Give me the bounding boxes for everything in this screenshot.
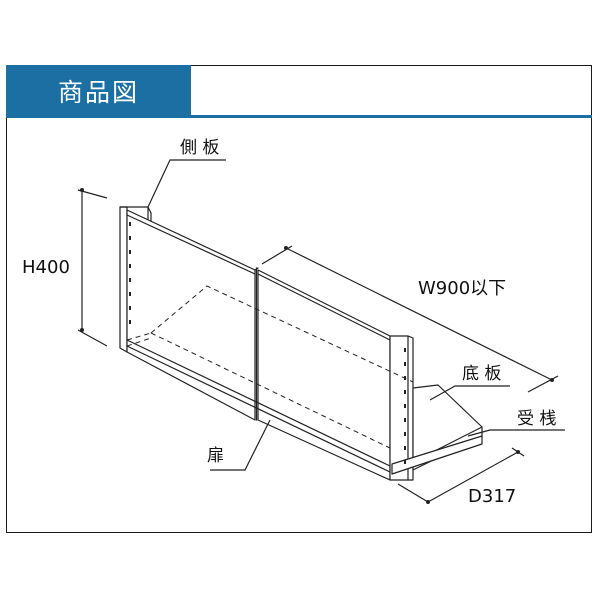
- side-panel-label: 側 板: [180, 138, 219, 158]
- bottom-panel-leader: [429, 385, 510, 401]
- left-side-panel: [119, 206, 128, 353]
- adjustment-holes: [129, 222, 406, 464]
- hidden-back-edge: [150, 285, 414, 383]
- door-label: 扉: [207, 446, 224, 466]
- depth-dimension: [397, 483, 429, 503]
- receiver-label: 受 桟: [517, 409, 556, 429]
- height-label: H400: [22, 257, 70, 278]
- width-dimension: [285, 247, 553, 381]
- door-leader: [210, 419, 271, 471]
- base-front-strip: [126, 339, 391, 467]
- left-door: [126, 209, 256, 421]
- header-title: 商品図: [6, 65, 191, 117]
- receiver-leader: [467, 429, 565, 437]
- receiver-rail: [391, 435, 483, 475]
- side-panel-leader: [147, 159, 226, 208]
- depth-label: D317: [468, 486, 516, 507]
- width-label: W900以下: [418, 278, 506, 299]
- bottom-panel-label: 底 板: [462, 364, 501, 384]
- right-door: [257, 269, 391, 481]
- header-rule: [6, 115, 592, 118]
